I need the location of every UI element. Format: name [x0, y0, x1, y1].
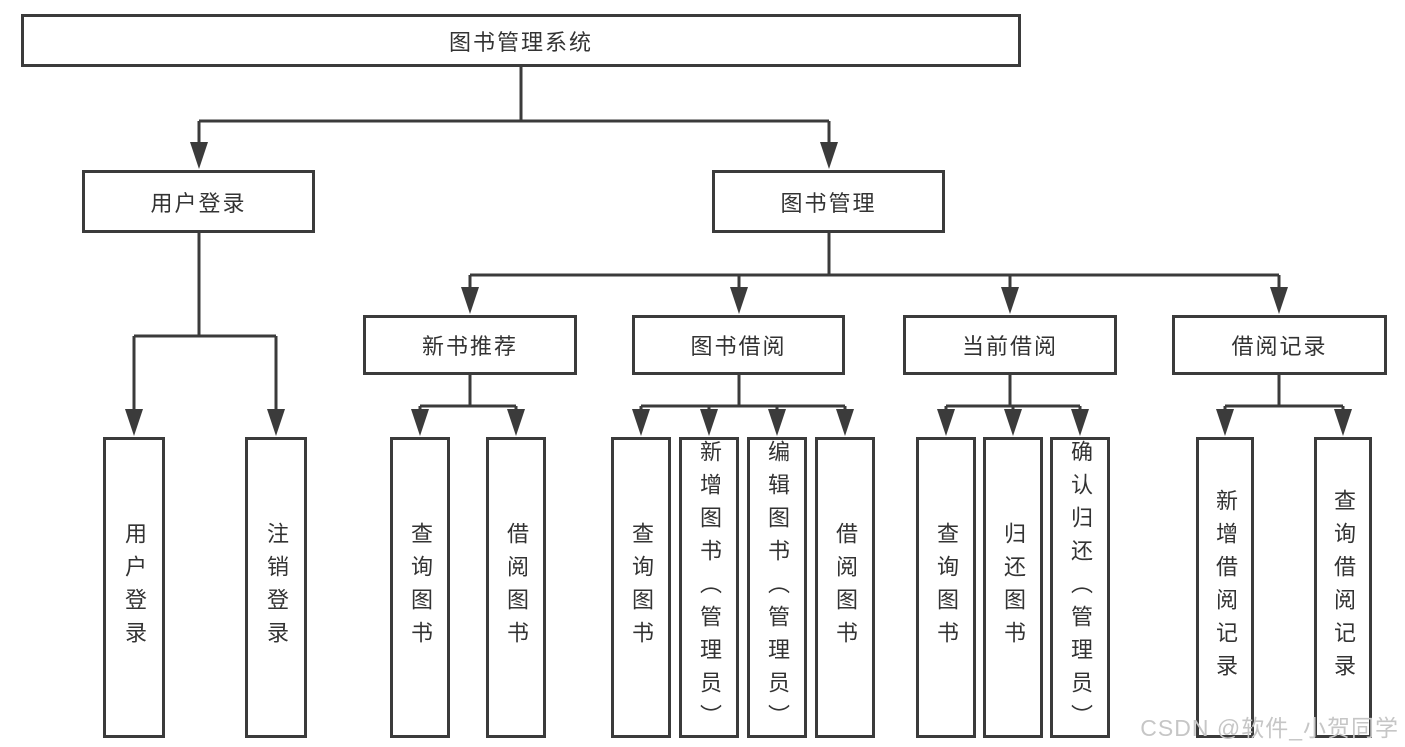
- leaf-confirm-return-admin: 确认归还（管理员）: [1050, 437, 1110, 738]
- node-borrow-records: 借阅记录: [1172, 315, 1387, 375]
- node-book-borrow: 图书借阅: [632, 315, 845, 375]
- leaf-query-borrow-record: 查询借阅记录: [1314, 437, 1372, 738]
- node-new-book-recommend: 新书推荐: [363, 315, 577, 375]
- node-book-management: 图书管理: [712, 170, 945, 233]
- leaf-return-books: 归还图书: [983, 437, 1043, 738]
- leaf-user-login: 用户登录: [103, 437, 165, 738]
- leaf-logout: 注销登录: [245, 437, 307, 738]
- leaf-borrow-books-1: 借阅图书: [486, 437, 546, 738]
- watermark: CSDN @软件_小贺同学: [1140, 715, 1399, 741]
- leaf-add-books-admin: 新增图书（管理员）: [679, 437, 739, 738]
- leaf-query-books-3: 查询图书: [916, 437, 976, 738]
- node-library-system: 图书管理系统: [21, 14, 1021, 67]
- leaf-borrow-books-2: 借阅图书: [815, 437, 875, 738]
- leaf-add-borrow-record: 新增借阅记录: [1196, 437, 1254, 738]
- leaf-edit-books-admin: 编辑图书（管理员）: [747, 437, 807, 738]
- node-user-login: 用户登录: [82, 170, 315, 233]
- node-current-borrow: 当前借阅: [903, 315, 1117, 375]
- leaf-query-books-2: 查询图书: [611, 437, 671, 738]
- leaf-query-books-1: 查询图书: [390, 437, 450, 738]
